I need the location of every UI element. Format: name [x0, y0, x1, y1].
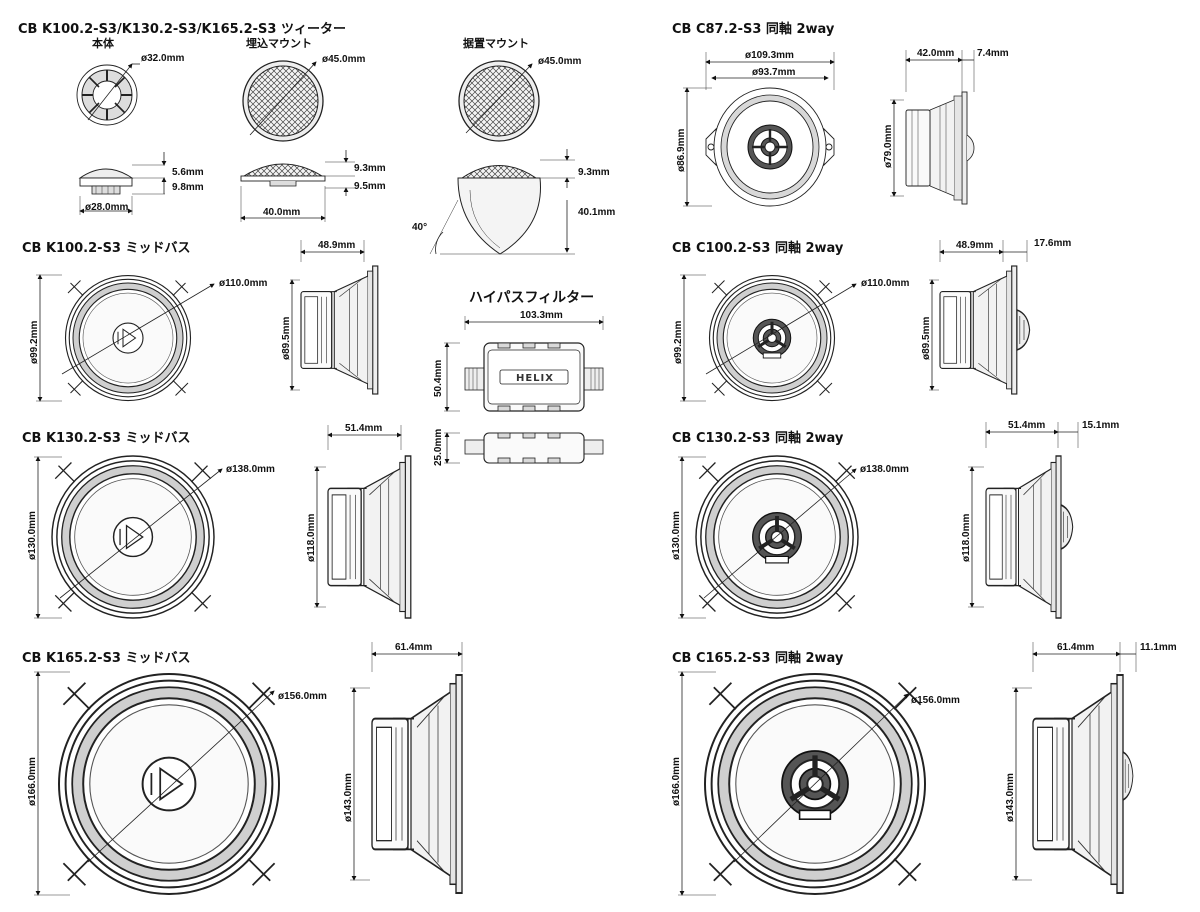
- tweeter-surface-side: [429, 149, 575, 255]
- c165-dia: ø156.0mm: [911, 695, 960, 706]
- tweeter-flush-w: 40.0mm: [263, 207, 300, 218]
- tweeter-surface-angle: 40°: [412, 222, 427, 233]
- c165-height: ø166.0mm: [671, 757, 682, 806]
- filter-width: 103.3mm: [520, 310, 563, 321]
- tweeter-title: CB K100.2-S3/K130.2-S3/K165.2-S3 ツィーター: [18, 22, 346, 37]
- k165-height: ø166.0mm: [27, 757, 38, 806]
- filter-side-view: [464, 432, 604, 464]
- filter-section: ハイパスフィルター 103.3mm HELIX 50.4mm: [433, 290, 604, 466]
- filter-height: 50.4mm: [433, 360, 444, 397]
- filter-logo: HELIX: [516, 373, 554, 384]
- c130-title: CB C130.2-S3 同軸 2way: [672, 430, 844, 446]
- tweeter-body-side: [78, 152, 167, 215]
- k130-mount: ø118.0mm: [306, 514, 317, 562]
- k165-dia: ø156.0mm: [278, 691, 327, 702]
- c130-section: CB C130.2-S3 同軸 2way ø138.0mm ø130.0mm 5…: [671, 420, 1119, 620]
- tweeter-flush-label: 埋込マウント: [246, 36, 312, 50]
- k100-depth: 48.9mm: [318, 240, 355, 251]
- k130-height: ø130.0mm: [27, 511, 38, 560]
- filter-title: ハイパスフィルター: [469, 290, 594, 306]
- tweeter-flush-h1: 9.3mm: [354, 163, 386, 174]
- c165-mount: ø143.0mm: [1005, 773, 1016, 822]
- c87-title: CB C87.2-S3 同軸 2way: [672, 21, 835, 37]
- tweeter-surface-front: [458, 60, 540, 142]
- k100-title: CB K100.2-S3 ミッドバス: [22, 241, 191, 256]
- c87-section: CB C87.2-S3 同軸 2way ø109.3mm ø93.7mm ø86…: [672, 21, 1009, 207]
- tweeter-body-label: 本体: [92, 36, 115, 50]
- c130-height: ø130.0mm: [671, 511, 682, 560]
- k130-section: CB K130.2-S3 ミッドバス ø138.0mm ø130.0mm 51.…: [22, 423, 412, 619]
- filter-top-view: HELIX: [464, 342, 604, 412]
- k130-dia: ø138.0mm: [226, 464, 275, 475]
- k130-depth: 51.4mm: [345, 423, 382, 434]
- c130-dia: ø138.0mm: [860, 464, 909, 475]
- c130-tw: 15.1mm: [1082, 420, 1119, 431]
- tweeter-body-h1: 5.6mm: [172, 167, 204, 178]
- c165-title: CB C165.2-S3 同軸 2way: [672, 650, 844, 666]
- k130-title: CB K130.2-S3 ミッドバス: [22, 431, 191, 446]
- c87-tw: 7.4mm: [977, 48, 1009, 59]
- tweeter-section: CB K100.2-S3/K130.2-S3/K165.2-S3 ツィーター 本…: [18, 22, 615, 255]
- tweeter-body-dia: ø32.0mm: [141, 53, 184, 64]
- tweeter-surface-label: 据置マウント: [463, 36, 529, 50]
- k100-height: ø99.2mm: [29, 321, 40, 364]
- tweeter-surface-dia: ø45.0mm: [538, 56, 581, 67]
- c87-dia: ø109.3mm: [745, 50, 794, 61]
- c100-section: CB C100.2-S3 同軸 2way ø110.0mm ø99.2mm 48…: [672, 238, 1071, 402]
- c87-depth: 42.0mm: [917, 48, 954, 59]
- c100-tw: 17.6mm: [1034, 238, 1071, 249]
- c165-tw: 11.1mm: [1140, 642, 1177, 653]
- filter-thickness: 25.0mm: [433, 429, 444, 466]
- c165-depth: 61.4mm: [1057, 642, 1094, 653]
- c87-side: [905, 91, 975, 205]
- k165-depth: 61.4mm: [395, 642, 432, 653]
- c87-inner: ø93.7mm: [752, 67, 795, 78]
- tweeter-body-h2: 9.8mm: [172, 182, 204, 193]
- tweeter-surface-h1: 9.3mm: [578, 167, 610, 178]
- c87-mount: ø79.0mm: [883, 125, 894, 168]
- c100-dia: ø110.0mm: [861, 278, 909, 289]
- k100-mount: ø89.5mm: [281, 317, 292, 360]
- tweeter-body-w: ø28.0mm: [85, 202, 128, 213]
- c130-depth: 51.4mm: [1008, 420, 1045, 431]
- tweeter-flush-h2: 9.5mm: [354, 181, 386, 192]
- tweeter-surface-h2: 40.1mm: [578, 207, 615, 218]
- c130-mount: ø118.0mm: [961, 514, 972, 562]
- c87-front: [705, 87, 835, 207]
- c100-height: ø99.2mm: [673, 321, 684, 364]
- c100-title: CB C100.2-S3 同軸 2way: [672, 240, 844, 256]
- k100-dia: ø110.0mm: [219, 278, 267, 289]
- c87-height: ø86.9mm: [676, 129, 687, 172]
- c100-mount: ø89.5mm: [921, 317, 932, 360]
- k165-mount: ø143.0mm: [343, 773, 354, 822]
- c100-depth: 48.9mm: [956, 240, 993, 251]
- k165-title: CB K165.2-S3 ミッドバス: [22, 651, 191, 666]
- c165-section: CB C165.2-S3 同軸 2way ø156.0mm ø166.0mm 6…: [671, 642, 1177, 895]
- tweeter-flush-side: [240, 150, 355, 222]
- k165-section: CB K165.2-S3 ミッドバス ø156.0mm ø166.0mm 61.…: [22, 642, 463, 896]
- tweeter-flush-dia: ø45.0mm: [322, 54, 365, 65]
- k100-section: CB K100.2-S3 ミッドバス ø110.0mm ø99.2mm 48.9…: [22, 240, 379, 402]
- tweeter-body-front: [76, 64, 138, 126]
